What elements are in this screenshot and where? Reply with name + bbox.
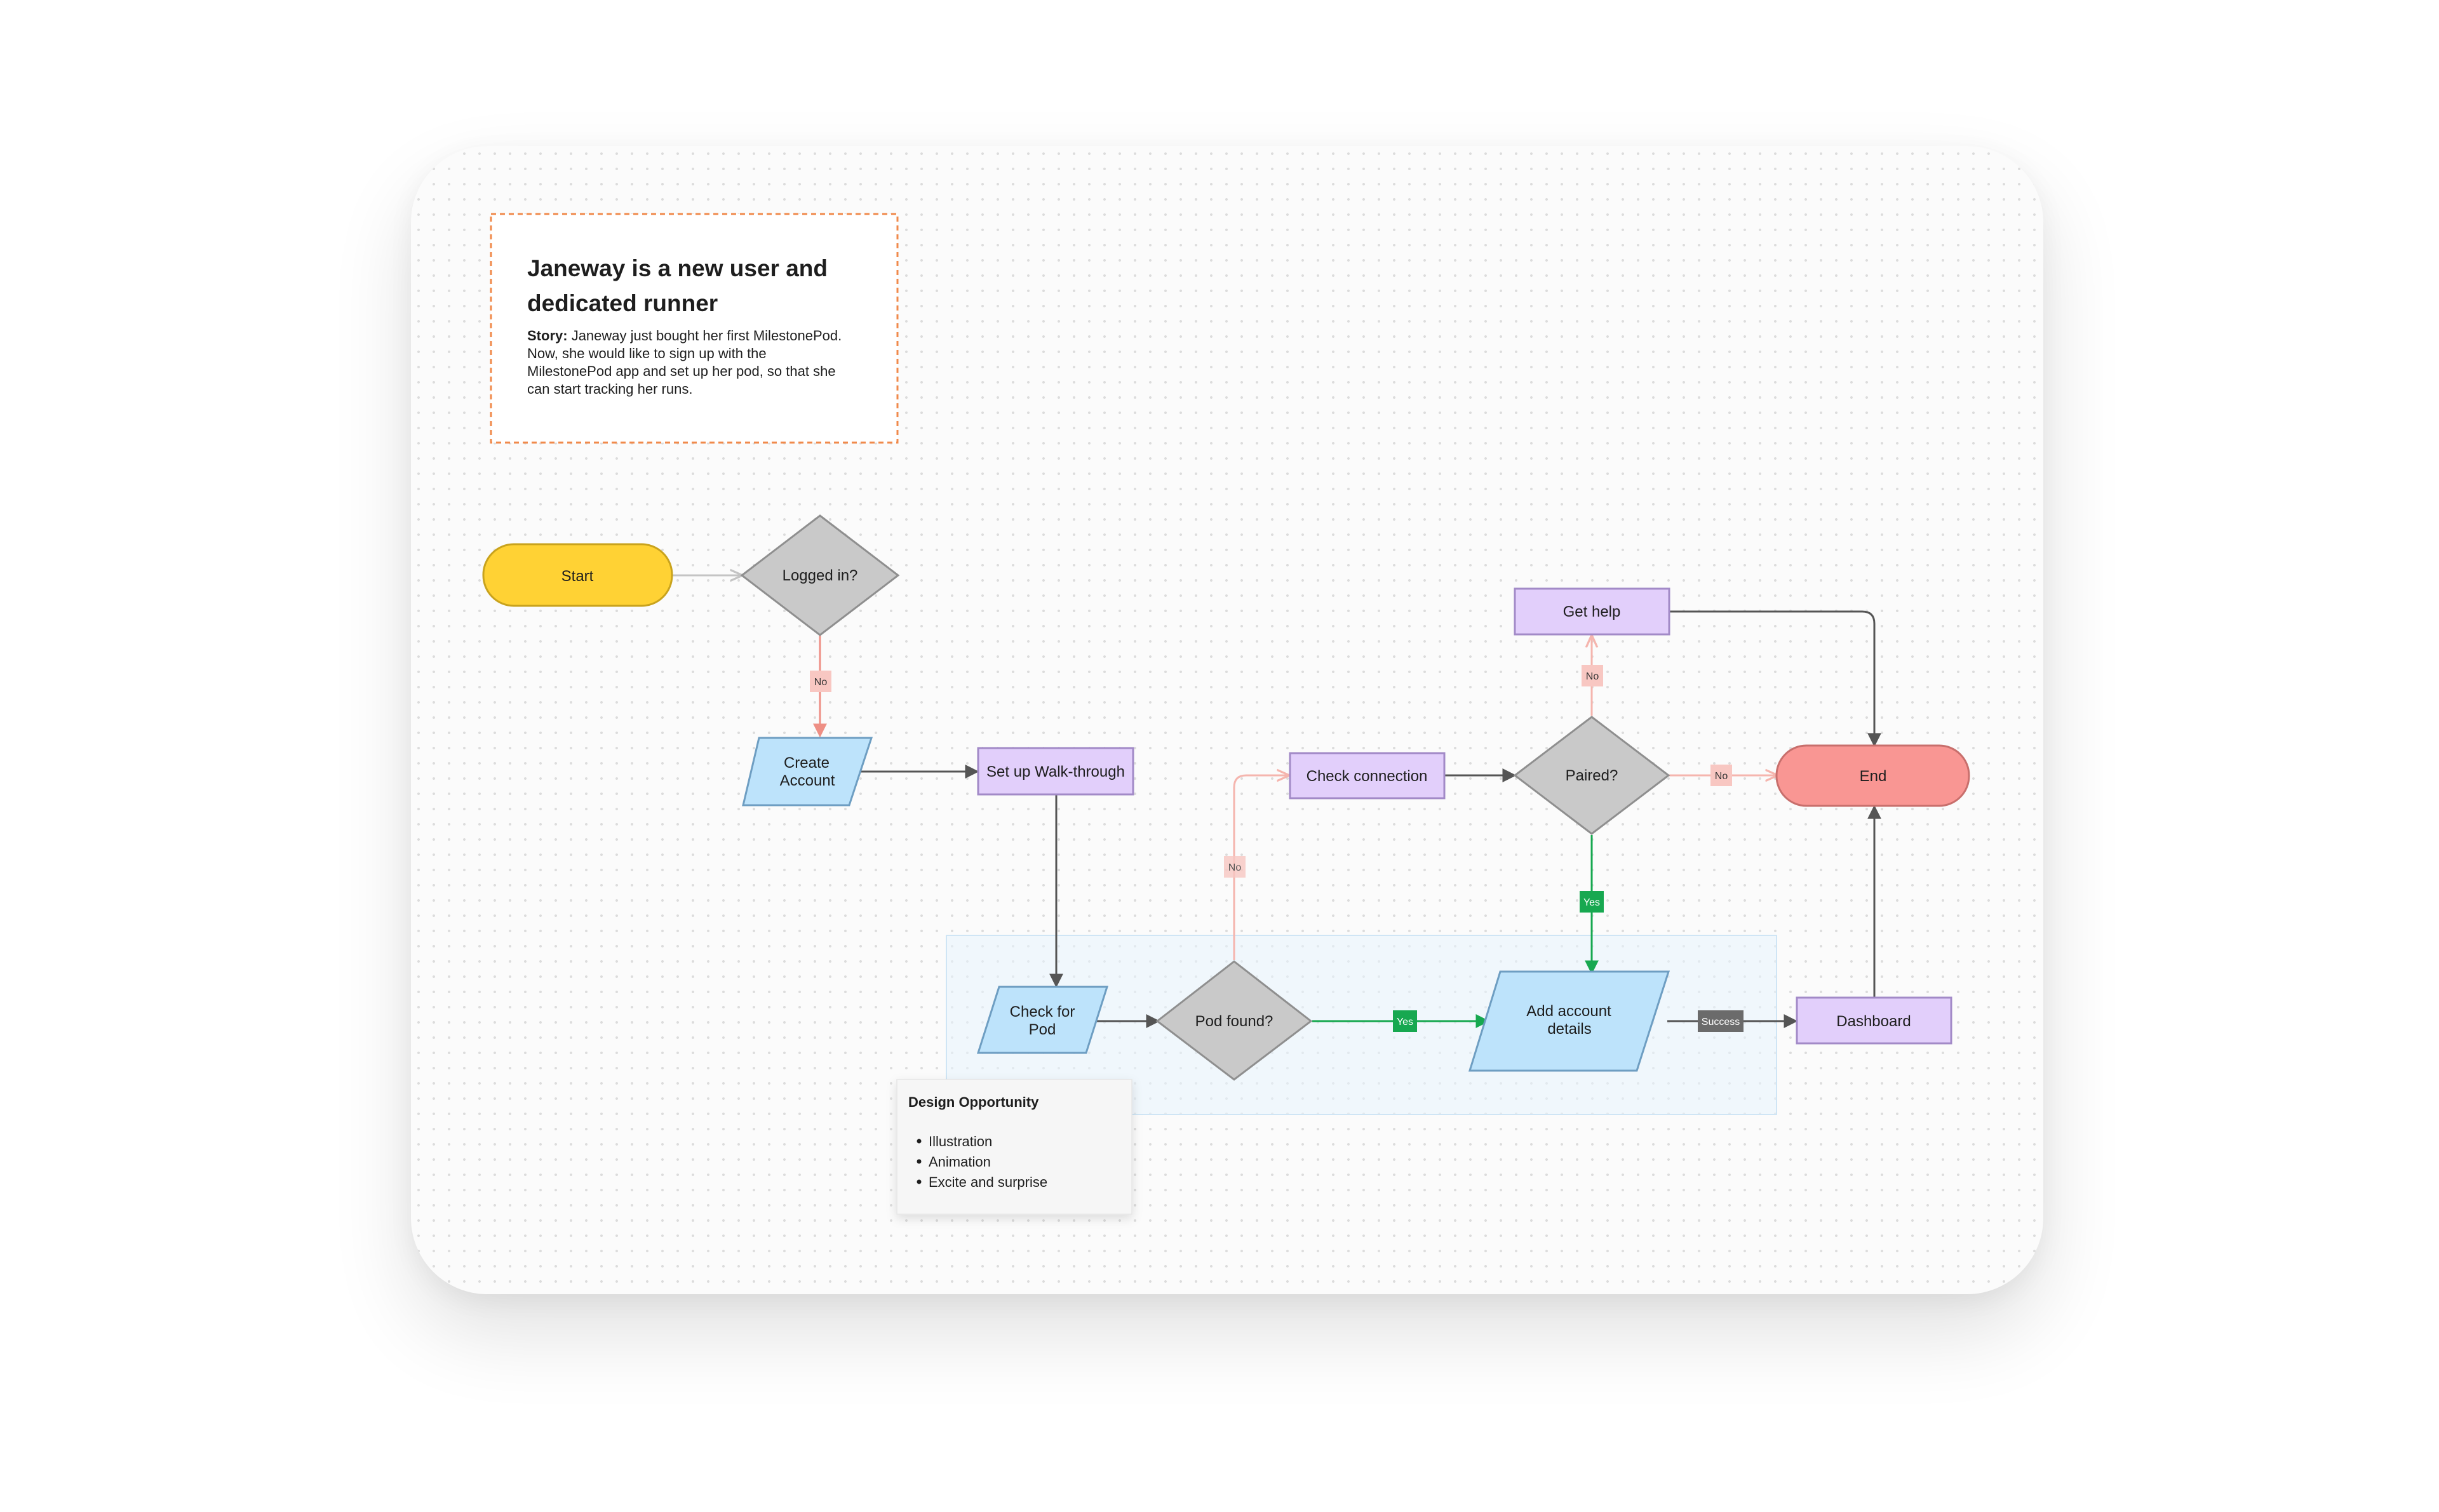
node-add-details[interactable]: Add account details	[1468, 970, 1670, 1072]
node-start[interactable]: Start	[482, 543, 673, 607]
story-title-line-1: Janeway is a new user and	[527, 255, 828, 281]
bullet-icon	[917, 1139, 922, 1144]
design-opportunity-note[interactable]: Design Opportunity Illustration Animatio…	[896, 1079, 1132, 1215]
svg-text:Set up Walk-through: Set up Walk-through	[986, 763, 1125, 780]
story-line-4: can start tracking her runs.	[527, 381, 692, 397]
svg-text:Check connection: Check connection	[1307, 768, 1428, 785]
edge-label-no-paired-help: No	[1582, 665, 1603, 686]
svg-text:Pod found?: Pod found?	[1195, 1013, 1273, 1030]
svg-text:Success: Success	[1702, 1017, 1740, 1027]
edge-label-no-paired-end: No	[1710, 765, 1732, 786]
svg-text:Start: Start	[561, 568, 594, 585]
svg-text:Create: Create	[784, 754, 830, 772]
story-card[interactable]: Janeway is a new user and dedicated runn…	[490, 213, 899, 444]
design-note-title: Design Opportunity	[908, 1094, 1039, 1110]
node-paired[interactable]: Paired?	[1513, 716, 1670, 835]
node-check-connection[interactable]: Check connection	[1289, 752, 1446, 799]
svg-text:details: details	[1547, 1020, 1591, 1038]
connector-pod-found-check-connection	[1233, 775, 1288, 960]
svg-text:No: No	[1586, 671, 1599, 682]
svg-text:Logged in?: Logged in?	[783, 567, 858, 584]
svg-text:Paired?: Paired?	[1566, 767, 1618, 784]
svg-text:Dashboard: Dashboard	[1836, 1013, 1911, 1030]
svg-text:Get help: Get help	[1563, 603, 1621, 620]
story-line-1: Story: Janeway just bought her first Mil…	[527, 328, 842, 344]
story-line-3: MilestonePod app and set up her pod, so …	[527, 363, 836, 379]
connector-get-help-end	[1670, 610, 1881, 747]
svg-text:Yes: Yes	[1397, 1017, 1413, 1027]
edge-label-yes-pod-found: Yes	[1393, 1010, 1417, 1032]
bullet-icon	[917, 1159, 922, 1164]
node-create-account[interactable]: Create Account	[742, 737, 873, 806]
node-logged-in[interactable]: Logged in?	[740, 514, 900, 636]
node-check-pod[interactable]: Check for Pod	[976, 986, 1109, 1054]
edge-label-success: Success	[1698, 1010, 1744, 1032]
bullet-icon	[917, 1179, 922, 1184]
design-note-item: Animation	[929, 1154, 991, 1170]
svg-text:No: No	[1715, 771, 1728, 782]
node-get-help[interactable]: Get help	[1514, 587, 1670, 636]
edge-label-no-pod-found: No	[1224, 856, 1246, 878]
edge-label-no-logged-in: No	[810, 671, 831, 692]
edge-label-yes-paired: Yes	[1580, 891, 1604, 913]
design-note-item: Illustration	[929, 1134, 992, 1149]
story-label: Story:	[527, 328, 568, 344]
node-end[interactable]: End	[1775, 744, 1970, 807]
story-line-2: Now, she would like to sign up with the	[527, 345, 767, 361]
svg-text:Add account: Add account	[1526, 1003, 1611, 1020]
svg-text:Yes: Yes	[1583, 897, 1600, 908]
svg-text:No: No	[1228, 862, 1242, 873]
design-note-item: Excite and surprise	[929, 1174, 1047, 1190]
svg-text:No: No	[814, 677, 828, 688]
svg-text:Check for: Check for	[1010, 1003, 1075, 1020]
node-pod-found[interactable]: Pod found?	[1155, 960, 1313, 1081]
story-title-line-2: dedicated runner	[527, 290, 718, 316]
node-walkthrough[interactable]: Set up Walk-through	[977, 747, 1134, 796]
svg-text:Pod: Pod	[1029, 1021, 1056, 1038]
node-dashboard[interactable]: Dashboard	[1796, 996, 1952, 1045]
svg-text:End: End	[1860, 768, 1887, 785]
svg-text:Account: Account	[780, 772, 835, 789]
story-text-1: Janeway just bought her first MilestoneP…	[572, 328, 842, 344]
